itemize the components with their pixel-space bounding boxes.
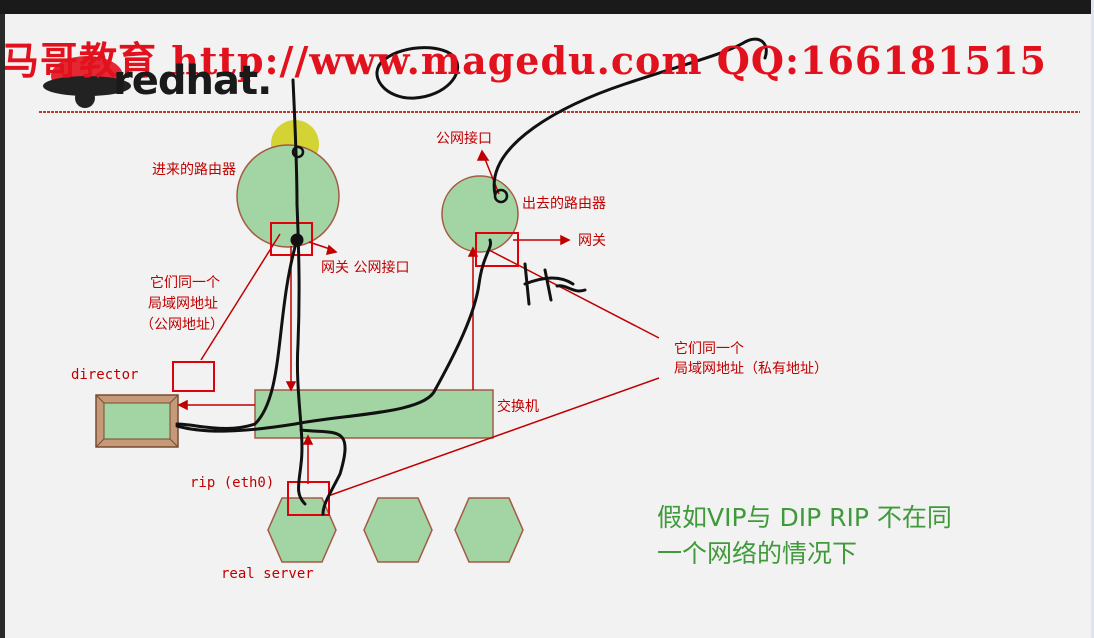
switch-label: 交换机: [497, 399, 539, 415]
right-edge-strip: [1091, 0, 1094, 638]
note-line2: 一个网络的情况下: [657, 539, 858, 568]
public-iface-label: 公网接口: [436, 131, 492, 147]
real-server-3: [454, 497, 524, 563]
director-label: director: [71, 367, 139, 383]
gateway-right-label: 网关: [578, 233, 606, 249]
same-lan-public-line2: 局域网地址: [148, 296, 218, 312]
outgoing-router-node: [441, 175, 519, 253]
note-line1: 假如VIP与 DIP RIP 不在同: [657, 503, 952, 532]
same-lan-private-line1: 它们同一个: [674, 341, 744, 357]
watermark-text: 马哥教育 http://www.magedu.com QQ:166181515: [5, 38, 1047, 83]
note-text: 假如VIP与 DIP RIP 不在同 一个网络的情况下: [657, 500, 952, 572]
rip-label: rip (eth0): [190, 475, 275, 491]
redhat-logo-icon: [43, 56, 131, 108]
director-node: [95, 394, 179, 448]
out-router-label: 出去的路由器: [522, 196, 606, 212]
red-connectors: [177, 149, 660, 497]
same-lan-private-line2: 局域网地址（私有地址）: [674, 361, 828, 377]
top-black-bar: [0, 0, 1094, 14]
real-server-1: [267, 497, 337, 563]
in-router-label: 进来的路由器: [152, 162, 236, 178]
real-server-2: [363, 497, 433, 563]
diagram-svg: [39, 37, 1080, 563]
real-server-label: real server: [221, 566, 314, 582]
gateway-left-label: 网关 公网接口: [321, 260, 410, 276]
same-lan-public-line1: 它们同一个: [150, 275, 220, 291]
slide-canvas: 马哥教育 http://www.magedu.com QQ:166181515 …: [5, 14, 1091, 638]
brand-logo-text: redhat.: [113, 58, 272, 104]
incoming-router-node: [236, 144, 340, 248]
same-lan-public-line3: （公网地址）: [140, 317, 224, 333]
handdrawn-paths: [175, 37, 768, 516]
